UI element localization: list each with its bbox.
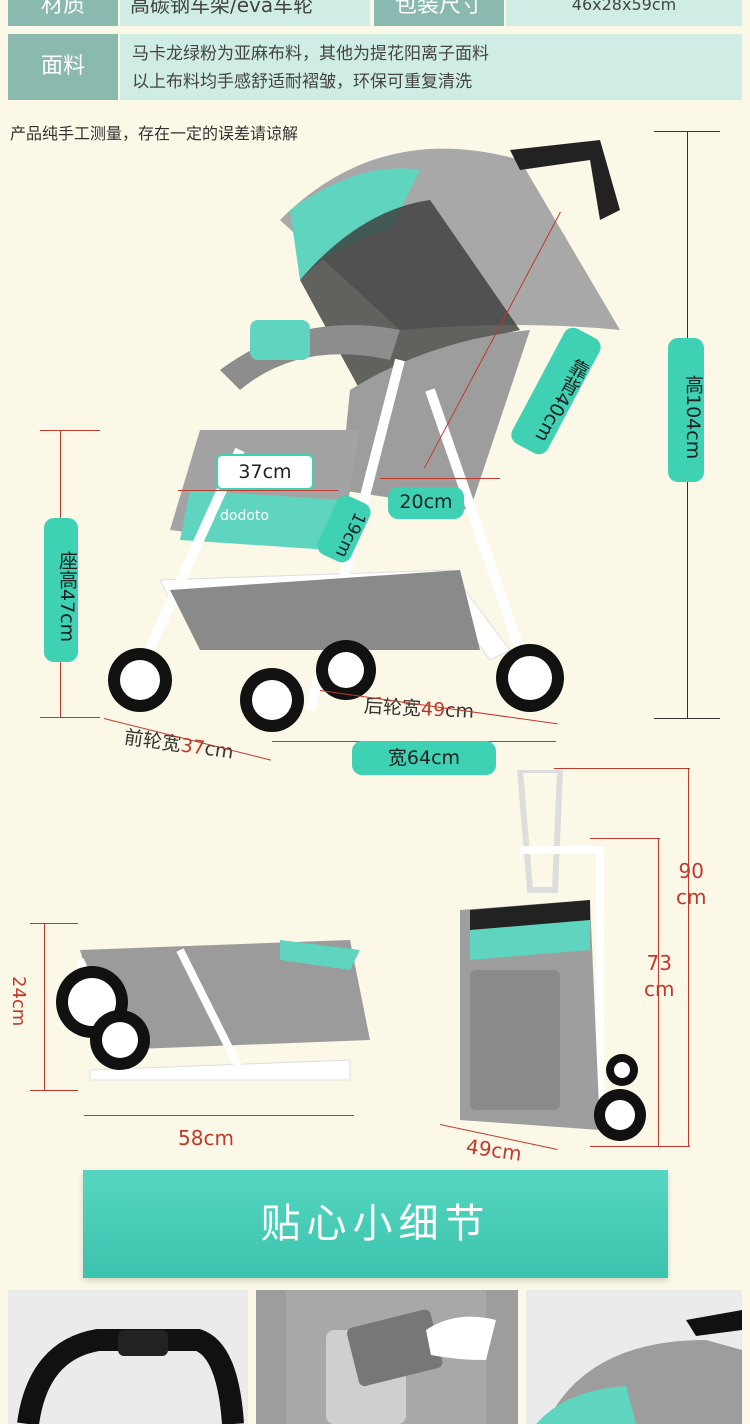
seat-height-top-tick (40, 430, 100, 431)
detail-thumb-pocket (256, 1290, 518, 1424)
spec-key-package: 包装尺寸 (374, 0, 504, 26)
spec-key-material: 材质 (8, 0, 118, 26)
stroller-image: dodoto (108, 140, 620, 732)
canopy-image (526, 1290, 742, 1424)
folded-standing-image (460, 770, 646, 1141)
spec-table: 材质 高碳钢车架/eva车轮 包装尺寸 46x28x59cm 面料 马卡龙绿粉为… (8, 0, 742, 100)
measurement-note: 产品纯手工测量，存在一定的误差请谅解 (10, 124, 299, 143)
fold2-outer-label: 90 cm (676, 858, 706, 910)
fold2-inner-unit: cm (644, 977, 675, 1001)
rear-wheel-value: 49 (420, 698, 446, 722)
fold2-mid-tick (590, 838, 660, 839)
detail-thumb-handle (8, 1290, 248, 1424)
spec-value-fabric: 马卡龙绿粉为亚麻布料，其他为提花阳离子面料 以上布料均手感舒适耐褶皱，环保可重复… (120, 34, 742, 100)
seat-width-line (178, 490, 338, 491)
fold2-top-tick (554, 768, 690, 769)
rear-wheel-label: 后轮宽49cm (363, 691, 474, 724)
fold2-bottom-tick (590, 1146, 690, 1147)
seat-brand: dodoto (220, 508, 269, 524)
fold2-inner-label: 73 cm (644, 950, 674, 1002)
pocket-image (256, 1290, 518, 1424)
spec-key-fabric: 面料 (8, 34, 118, 100)
fabric-line-2: 以上布料均手感舒适耐褶皱，环保可重复清洗 (132, 72, 472, 92)
folded-side-image (56, 940, 370, 1081)
fold1-width-line (84, 1115, 354, 1116)
rear-wheel-prefix: 后轮宽 (363, 695, 422, 721)
seat-height-badge: 座高47cm (44, 518, 78, 662)
fold2-outer-unit: cm (676, 885, 707, 909)
seat-height-bottom-tick (40, 717, 100, 718)
height-badge: 高104cm (668, 338, 704, 482)
fabric-line-1: 马卡龙绿粉为亚麻布料，其他为提花阳离子面料 (132, 44, 489, 64)
spec-value-package: 46x28x59cm (506, 0, 742, 26)
fold1-height-top-tick (30, 923, 78, 924)
fold1-height-line (44, 923, 45, 1090)
fold1-height-bottom-tick (30, 1090, 78, 1091)
depth-badge: 20cm (388, 487, 464, 519)
fold2-outer-line (688, 768, 689, 1146)
spec-value-material: 高碳钢车架/eva车轮 (120, 0, 370, 26)
depth-line (380, 478, 500, 479)
seat-width-badge: 37cm (216, 454, 314, 490)
details-banner: 贴心小细节 (83, 1170, 668, 1278)
fold1-height-label: 24cm (8, 976, 29, 1027)
detail-thumb-canopy (526, 1290, 742, 1424)
width-badge: 宽64cm (352, 741, 496, 775)
fold2-inner-value: 73 (646, 951, 672, 975)
height-bottom-tick (654, 718, 720, 719)
fold2-outer-value: 90 (678, 859, 704, 883)
handle-image (8, 1290, 248, 1424)
fold1-width-label: 58cm (178, 1126, 234, 1150)
fold2-inner-line (658, 838, 659, 1146)
